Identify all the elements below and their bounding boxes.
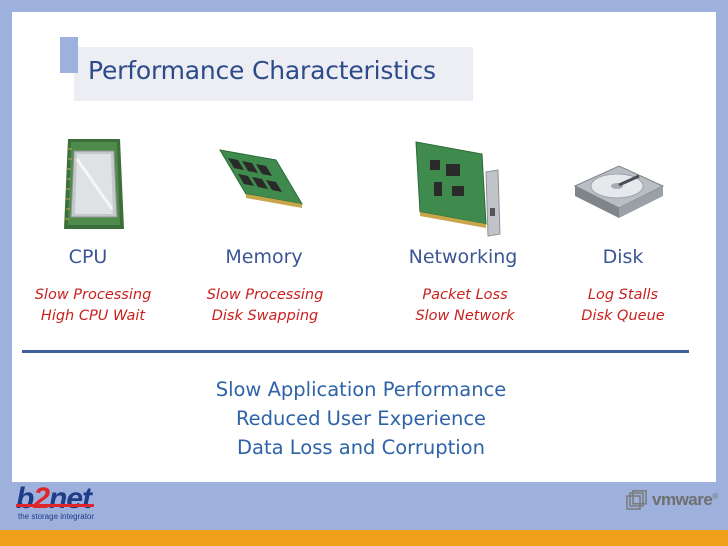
slide-title: Performance Characteristics <box>88 56 436 85</box>
disk-details: Log Stalls Disk Queue <box>581 285 664 327</box>
b2net-wordmark: b2net <box>16 484 94 514</box>
column-title-disk: Disk <box>602 246 644 268</box>
hard-disk-icon <box>573 162 665 225</box>
impact-list: Slow Application Performance Reduced Use… <box>216 375 507 462</box>
memory-detail-1: Slow Processing <box>206 287 324 303</box>
networking-detail-2: Slow Network <box>415 308 515 324</box>
b2net-wordmark-2: 2 <box>33 482 50 515</box>
memory-module-icon <box>218 148 304 217</box>
cpu-details: Slow Processing High CPU Wait <box>35 285 152 327</box>
cpu-detail-2: High CPU Wait <box>40 308 146 324</box>
b2net-underline <box>16 504 94 507</box>
vmware-squares-icon <box>626 490 647 510</box>
column-title-networking: Networking <box>408 246 518 268</box>
title-accent <box>60 37 78 73</box>
vmware-logo: vmware ® <box>626 490 718 510</box>
memory-detail-2: Disk Swapping <box>211 308 319 324</box>
b2net-wordmark-b: b <box>16 482 34 515</box>
section-divider <box>22 350 689 353</box>
impact-item-3: Data Loss and Corruption <box>237 436 485 459</box>
disk-detail-2: Disk Queue <box>581 308 665 324</box>
vmware-registered-mark: ® <box>712 492 719 501</box>
network-card-icon <box>412 138 502 245</box>
column-title-memory: Memory <box>225 246 303 268</box>
vmware-wordmark: vmware <box>652 490 713 509</box>
b2net-tagline: the storage integrator <box>18 512 95 521</box>
b2net-logo: b2net the storage integrator <box>16 484 94 521</box>
footer-accent-bar <box>0 530 728 546</box>
memory-details: Slow Processing Disk Swapping <box>207 285 324 327</box>
column-title-cpu: CPU <box>68 246 108 268</box>
impact-item-1: Slow Application Performance <box>215 378 507 401</box>
b2net-wordmark-net: net <box>49 482 92 515</box>
cpu-chip-icon <box>62 135 126 238</box>
disk-detail-1: Log Stalls <box>587 287 659 303</box>
cpu-detail-1: Slow Processing <box>34 287 152 303</box>
networking-details: Packet Loss Slow Network <box>415 285 514 327</box>
networking-detail-1: Packet Loss <box>422 287 508 303</box>
impact-item-2: Reduced User Experience <box>235 407 487 430</box>
title-bar <box>74 47 473 101</box>
